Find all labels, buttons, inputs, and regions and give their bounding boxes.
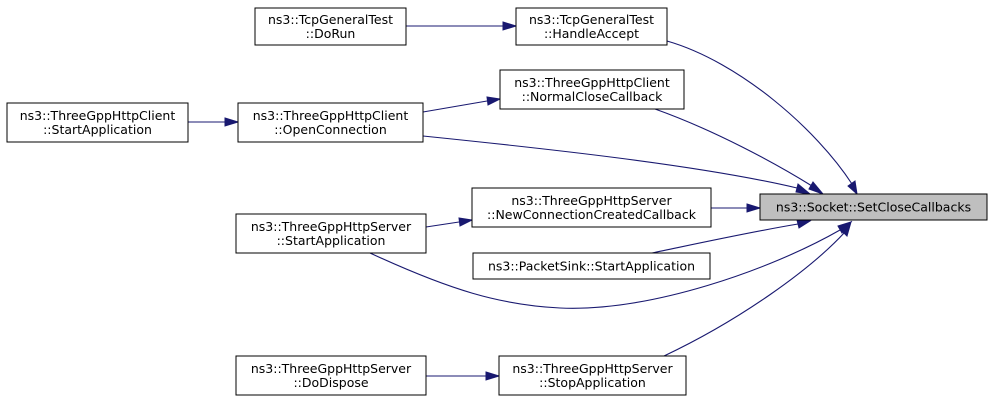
node-label-line: ns3::PacketSink::StartApplication — [488, 259, 695, 274]
arrowhead-icon — [795, 183, 812, 195]
edge-client-normalclose-to-socket-setclose — [654, 108, 825, 196]
node-client-startapp[interactable]: ns3::ThreeGppHttpClient::StartApplicatio… — [6, 102, 189, 143]
edge-line — [654, 108, 813, 187]
nodes: ns3::TcpGeneralTest::DoRunns3::TcpGenera… — [6, 7, 988, 396]
arrowhead-icon — [485, 371, 501, 381]
arrowhead-icon — [486, 96, 502, 106]
node-label-line: ns3::ThreeGppHttpServer — [511, 193, 672, 208]
node-label-line: ::StartApplication — [43, 122, 152, 137]
node-server-startapp[interactable]: ns3::ThreeGppHttpServer::StartApplicatio… — [235, 213, 427, 254]
edge-server-stopapp-to-socket-setclose — [663, 220, 852, 357]
node-box — [254, 7, 407, 46]
edge-line — [663, 231, 846, 357]
node-box — [237, 102, 424, 143]
edge-line — [666, 40, 853, 185]
node-label-line: ns3::ThreeGppHttpServer — [251, 361, 412, 376]
node-box — [759, 193, 988, 221]
node-label-line: ::StopApplication — [539, 375, 646, 390]
node-box — [471, 187, 712, 228]
node-box — [235, 355, 427, 396]
node-label-line: ::HandleAccept — [544, 26, 639, 41]
node-tcp-handleaccept[interactable]: ns3::TcpGeneralTest::HandleAccept — [515, 7, 668, 46]
edge-client-openconn-to-client-normalclose — [422, 96, 502, 113]
node-label-line: ::NormalCloseCallback — [522, 89, 664, 104]
edge-client-startapp-to-client-openconn — [188, 117, 240, 127]
node-label-line: ::NewConnectionCreatedCallback — [487, 207, 697, 222]
edge-server-newconn-to-socket-setclose — [711, 203, 762, 213]
node-label-line: ns3::TcpGeneralTest — [529, 12, 654, 27]
arrowhead-icon — [808, 181, 825, 196]
node-label-line: ns3::ThreeGppHttpClient — [514, 75, 670, 90]
edge-tcp-handleaccept-to-socket-setclose — [666, 40, 858, 196]
edge-line — [422, 100, 488, 113]
arrowhead-icon — [847, 180, 858, 196]
node-box — [499, 69, 685, 110]
node-server-dodispose[interactable]: ns3::ThreeGppHttpServer::DoDispose — [235, 355, 427, 396]
node-server-newconn[interactable]: ns3::ThreeGppHttpServer::NewConnectionCr… — [471, 187, 712, 228]
node-box — [515, 7, 668, 46]
node-client-normalclose[interactable]: ns3::ThreeGppHttpClient::NormalCloseCall… — [499, 69, 685, 110]
edge-line — [369, 229, 841, 309]
node-box — [6, 102, 189, 143]
arrowhead-icon — [224, 117, 240, 127]
node-label-line: ::StartApplication — [277, 233, 386, 248]
node-tcp-dorun[interactable]: ns3::TcpGeneralTest::DoRun — [254, 7, 407, 46]
arrowhead-icon — [746, 203, 762, 213]
edge-tcp-dorun-to-tcp-handleaccept — [406, 21, 518, 31]
node-label-line: ns3::ThreeGppHttpServer — [512, 361, 673, 376]
node-label-line: ns3::ThreeGppHttpClient — [20, 108, 176, 123]
edge-line — [425, 221, 460, 228]
edge-line — [422, 135, 798, 189]
edge-server-dodispose-to-server-stopapp — [426, 371, 501, 381]
node-socket-setclose[interactable]: ns3::Socket::SetCloseCallbacks — [759, 193, 988, 221]
edge-line — [651, 223, 799, 254]
node-label-line: ns3::TcpGeneralTest — [268, 12, 393, 27]
edge-client-openconn-to-socket-setclose — [422, 135, 812, 195]
node-label-line: ::DoRun — [306, 26, 356, 41]
node-box — [472, 252, 711, 280]
node-client-openconn[interactable]: ns3::ThreeGppHttpClient::OpenConnection — [237, 102, 424, 143]
arrowhead-icon — [796, 219, 812, 229]
node-packetsink-startapp[interactable]: ns3::PacketSink::StartApplication — [472, 252, 711, 280]
node-server-stopapp[interactable]: ns3::ThreeGppHttpServer::StopApplication — [498, 355, 687, 396]
node-label-line: ns3::ThreeGppHttpServer — [251, 219, 412, 234]
node-label-line: ns3::ThreeGppHttpClient — [253, 108, 409, 123]
node-box — [235, 213, 427, 254]
edges — [188, 21, 858, 381]
node-box — [498, 355, 687, 396]
node-label-line: ns3::Socket::SetCloseCallbacks — [776, 200, 971, 215]
node-label-line: ::DoDispose — [293, 375, 368, 390]
arrowhead-icon — [458, 217, 474, 227]
node-label-line: ::OpenConnection — [274, 122, 387, 137]
arrowhead-icon — [502, 21, 518, 31]
edge-server-startapp-to-server-newconn — [425, 217, 474, 228]
arrowhead-icon — [840, 220, 852, 237]
